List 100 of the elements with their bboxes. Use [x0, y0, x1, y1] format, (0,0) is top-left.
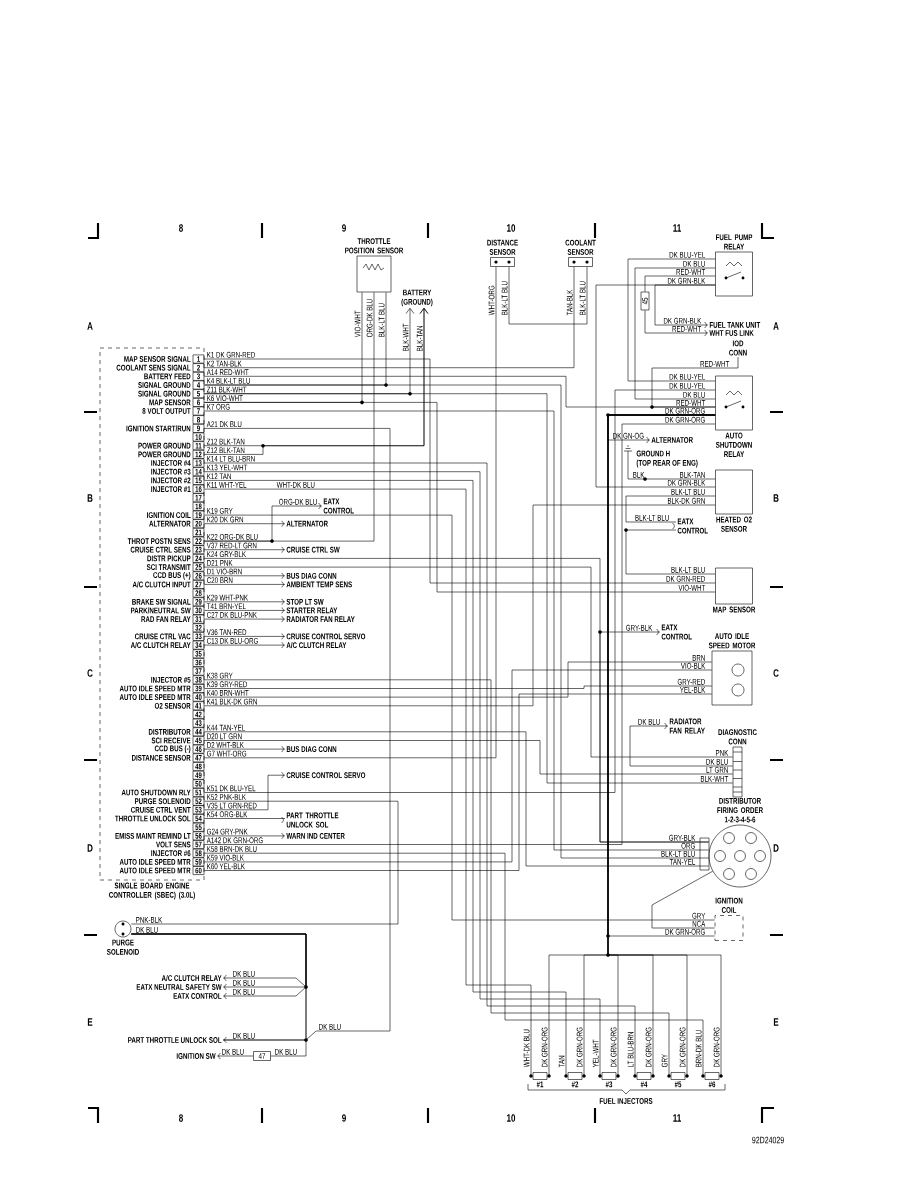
wire: [204, 575, 286, 577]
pin-label: BATTERY FEED: [144, 373, 191, 380]
grid-reference: E: [773, 1018, 779, 1026]
pin-label: EMISS MAINT REMIND LT: [115, 833, 191, 839]
wire-label: LT GRN: [706, 766, 728, 773]
wire: [204, 636, 286, 637]
wire: [625, 529, 716, 575]
wire-label: Z11 BLK-WHT: [206, 386, 247, 393]
wire-label: DK BLU: [706, 758, 728, 765]
wire-label: BLK-LT BLU: [671, 488, 705, 495]
fuse: 45: [640, 291, 650, 311]
pin-number: 33: [192, 632, 205, 641]
wire-label: WHT-DK BLU: [276, 481, 315, 488]
pin-number: 10: [192, 432, 205, 442]
pin-number: 44: [192, 727, 205, 737]
node-label: DISTRIBUTOR: [719, 797, 762, 804]
pin-number: 20: [192, 519, 205, 529]
pin-label: A/C CLUTCH INPUT: [132, 581, 191, 588]
grid-reference: 9: [342, 224, 346, 232]
pin-label: INJECTOR #4: [151, 460, 191, 466]
pin-label: 8 VOLT OUTPUT: [142, 408, 191, 414]
pin-number: 2: [192, 363, 205, 373]
wire-label: DK BLU: [136, 926, 158, 933]
destination-label: WHT FUS LINK: [704, 330, 754, 336]
pin-label: VOLT SENS: [156, 841, 191, 848]
pin-label: DISTR PICKUP: [147, 555, 191, 562]
grid-reference: 9: [342, 1114, 346, 1122]
pin-number: 19: [192, 510, 205, 520]
wire: [204, 566, 733, 758]
pin-label: CRUISE CTRL SENS: [130, 546, 191, 553]
wire-label: C20 BRN: [207, 577, 233, 584]
wire-label: K11 WHT-YEL: [207, 482, 247, 488]
wire: [204, 618, 286, 620]
pin-number: 36: [192, 658, 205, 667]
pin-label: IGNITION START/RUN: [126, 425, 191, 432]
pin-number: 39: [192, 684, 205, 693]
wire-label: NCA: [692, 920, 706, 927]
grid-reference: E: [87, 1018, 93, 1026]
destination-label: WARN IND CENTER: [281, 833, 345, 839]
wire: [634, 267, 716, 400]
pin-label: PURGE SOLENOID: [134, 798, 191, 805]
wire-label: ORG-DK BLU: [279, 498, 317, 505]
battery-label: BATTERY (GROUND): [401, 289, 433, 307]
wire-label: K59 VIO-BLK: [207, 854, 244, 861]
wire-label: DK BLU: [233, 970, 255, 977]
wire: [204, 685, 712, 689]
wire-label: BLK-DK GRN: [667, 497, 705, 504]
wire-label: K41 BLK-DK GRN: [207, 698, 257, 705]
wire-label: K60 YEL-BLK: [207, 863, 245, 870]
pin-number: 50: [192, 779, 205, 789]
wire-label: A21 DK BLU: [206, 421, 242, 428]
pin-number: 24: [192, 554, 205, 563]
node-label: IGNITION COIL: [715, 897, 743, 913]
wire: [204, 852, 704, 1077]
pin-label: INJECTOR #5: [151, 676, 191, 683]
destination-label: STOP LT SW: [281, 598, 324, 605]
wire: [204, 644, 286, 646]
pin-label: IGNITION COIL: [147, 512, 191, 519]
wire-label: BLK-LT BLU: [635, 514, 669, 521]
wire-label: DK GRN-ORG: [665, 928, 705, 935]
wire: [204, 523, 286, 524]
pin-label: THROT POSTN SENS: [127, 538, 191, 545]
grid-reference: 11: [673, 224, 681, 232]
wire: [204, 740, 733, 775]
wire-label: DK BLU-YEL: [669, 251, 706, 258]
distributor-cap: DISTRIBUTOR FIRING ORDER 1-2-3-4-5-6: [699, 797, 772, 888]
wire: [204, 774, 286, 811]
pin-label: AUTO IDLE SPEED MTR: [119, 859, 191, 865]
pin-number: 55: [192, 822, 205, 832]
wire: [204, 661, 712, 698]
pin-number: 35: [192, 649, 205, 659]
node-label: MAP SENSOR: [713, 606, 756, 613]
pin-number: 57: [192, 840, 205, 849]
pin-label: INJECTOR #3: [151, 468, 191, 475]
pin-label: THROTTLE UNLOCK SOL: [115, 815, 191, 822]
destination-label: CRUISE CTRL SW: [281, 546, 340, 553]
wire: [629, 725, 733, 767]
destination-label: CRUISE CONTROL SERVO: [281, 772, 366, 779]
pin-number: 52: [192, 796, 205, 806]
pin-number: 29: [192, 597, 205, 607]
pin-number: 17: [192, 493, 205, 503]
destination-label: ALTERNATOR: [646, 437, 693, 443]
wire-label: GRY-BLK: [669, 834, 696, 841]
destination-label: EATX CONTROL: [173, 993, 227, 999]
wire: [204, 402, 716, 593]
pin-number: 60: [192, 866, 205, 875]
pin-number: 16: [192, 484, 205, 494]
wire-label: BLK: [633, 472, 645, 478]
wire: [204, 504, 716, 707]
sensor-connector: COOLANT SENSOR: [565, 239, 596, 267]
wire-label: G7 WHT-ORG: [207, 750, 247, 757]
wire-label: K14 LT BLU-BRN: [207, 455, 255, 462]
wire-label: DK GRN-BLK: [667, 277, 706, 284]
pin-number: 14: [192, 467, 205, 477]
wire-label: DK GRN-BLK: [667, 479, 706, 486]
sensor-box: THROTTLE POSITION SENSOR: [345, 238, 404, 293]
pin-label: POWER GROUND: [138, 451, 191, 458]
pin-label: INJECTOR #6: [151, 850, 191, 857]
wire: [204, 549, 286, 550]
pin-label: MAP SENSOR: [149, 399, 191, 406]
